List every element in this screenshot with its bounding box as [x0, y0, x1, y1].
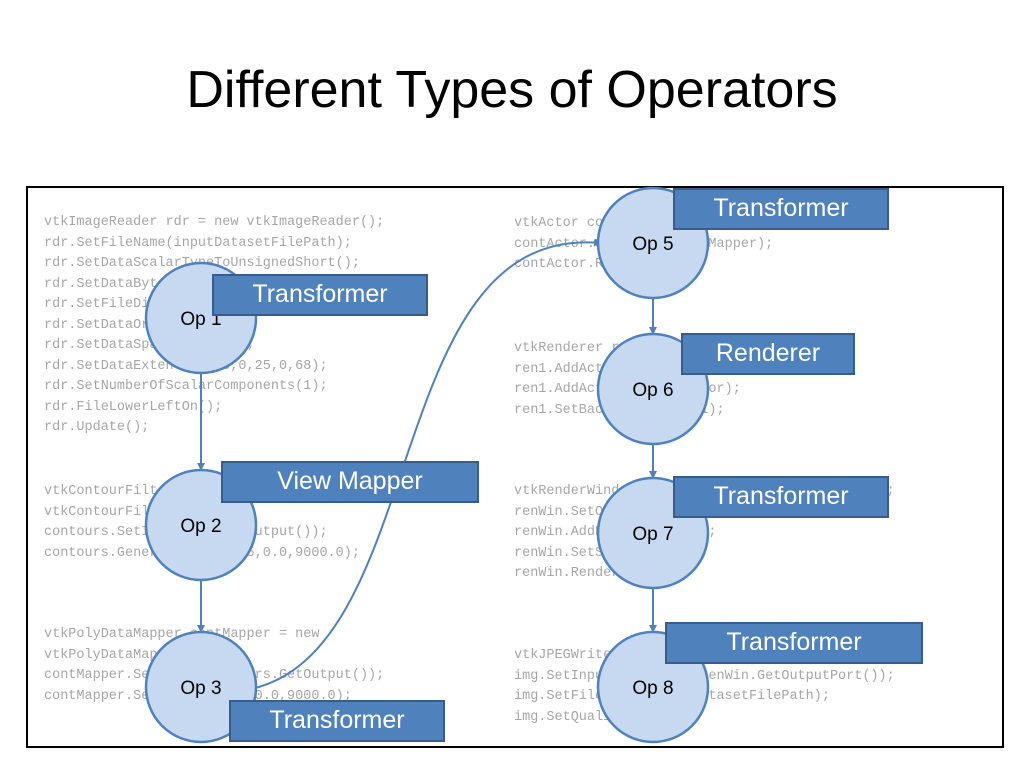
operator-type-tag-op1: Transformer — [212, 274, 428, 316]
operator-type-tag-op6: Renderer — [681, 333, 855, 375]
edge-op3-op5 — [250, 238, 602, 690]
operator-node-op3: Op 3 — [144, 630, 258, 744]
operator-type-tag-op8: Transformer — [665, 622, 923, 664]
operator-node-label: Op 6 — [632, 380, 673, 401]
code-line: rdr.Update(); — [44, 420, 150, 435]
code-line: rdr.SetNumberOfScalarComponents(1); — [44, 379, 328, 394]
operator-node-circle — [596, 332, 710, 446]
operator-node-circle — [144, 630, 258, 744]
operator-type-tag-op3: Transformer — [229, 700, 445, 742]
operator-type-tag-op2: View Mapper — [221, 461, 479, 503]
operator-node-label: Op 2 — [180, 516, 221, 537]
operator-node-label: Op 8 — [632, 678, 673, 699]
operator-node-label: Op 1 — [180, 309, 221, 330]
operator-node-label: Op 7 — [632, 524, 673, 545]
code-block-reader: vtkImageReader rdr = new vtkImageReader(… — [44, 213, 384, 439]
operator-node-label: Op 5 — [632, 234, 673, 255]
operator-node-op6: Op 6 — [596, 332, 710, 446]
operator-type-tag-op5: Transformer — [673, 188, 889, 230]
code-line: rdr.FileLowerLeftOn(); — [44, 399, 223, 415]
slide-title: Different Types of Operators — [186, 61, 838, 119]
code-line: vtkImageReader rdr = new vtkImageReader(… — [44, 215, 385, 230]
operator-type-tag-op7: Transformer — [673, 476, 889, 518]
code-line: rdr.SetFileName(inputDatasetFilePath); — [44, 235, 352, 251]
operator-node-label: Op 3 — [180, 678, 221, 699]
diagram-frame — [26, 186, 1004, 748]
